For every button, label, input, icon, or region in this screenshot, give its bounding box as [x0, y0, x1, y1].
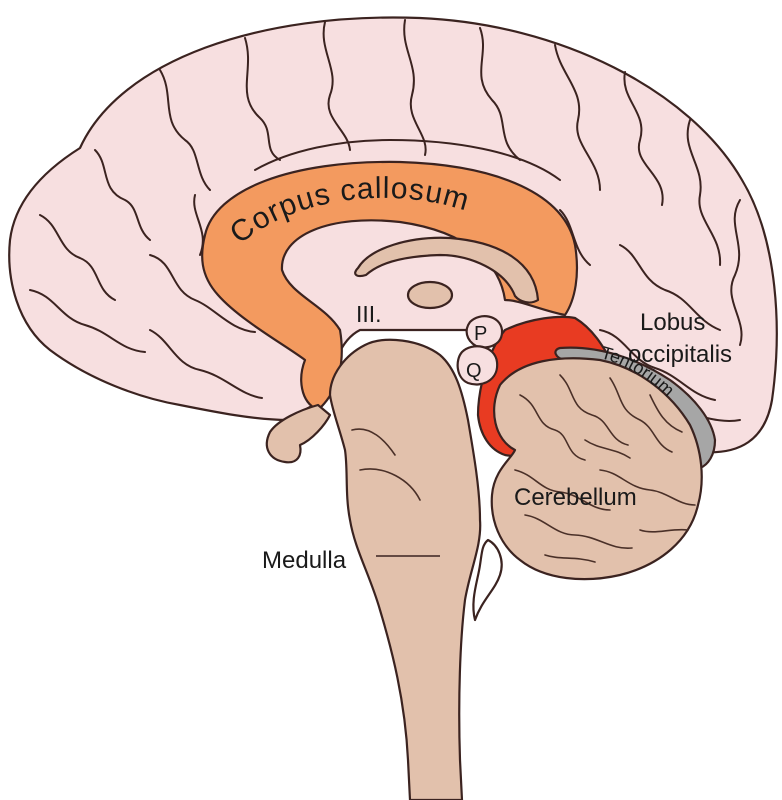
corpus-callosum	[201, 160, 579, 412]
fourth-ventricle	[472, 538, 503, 622]
interthalamic-adhesion	[406, 280, 454, 310]
label-p: P	[474, 323, 487, 345]
label-q: Q	[466, 360, 482, 382]
cerebellum-folia	[514, 374, 696, 563]
label-medulla: Medulla	[262, 547, 347, 574]
cerebellum	[490, 357, 703, 581]
label-occipitalis: occipitalis	[628, 341, 732, 368]
pituitary	[265, 403, 332, 464]
fornix	[354, 236, 540, 304]
label-lobus: Lobus	[640, 309, 705, 336]
superior-colliculus	[465, 315, 504, 349]
label-cerebellum: Cerebellum	[514, 484, 637, 511]
label-third-ventricle: III.	[356, 301, 382, 327]
inferior-colliculus	[456, 345, 499, 386]
brainstem	[328, 338, 482, 800]
